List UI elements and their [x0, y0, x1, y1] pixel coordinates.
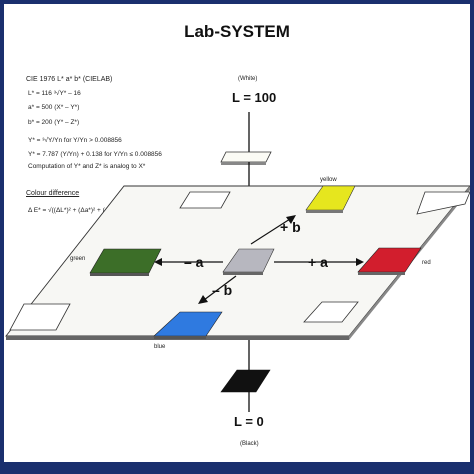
minus-b-label: – b — [212, 282, 233, 298]
cielab-header: CIE 1976 L* a* b* (CIELAB) — [26, 76, 113, 83]
black-swatch — [220, 369, 271, 393]
minus-a-label: – a — [184, 254, 204, 270]
corner-square — [416, 191, 470, 215]
yellow-label: yellow — [320, 177, 337, 183]
white-label: (White) — [238, 76, 258, 82]
a-plus-arrowhead — [356, 258, 364, 266]
red-swatch — [357, 247, 422, 275]
white-swatch — [220, 151, 272, 165]
b-axis-minus — [203, 275, 237, 301]
red-label: red — [422, 260, 431, 266]
l-0-label: L = 0 — [234, 414, 264, 429]
b-arrowhead — [286, 215, 296, 224]
bottom-border — [0, 462, 474, 474]
colour-difference-formula: Δ E* = √((ΔL*)² + (Δa*)² + (Δb*)²) — [28, 207, 122, 214]
green-swatch — [89, 248, 162, 276]
formula-line: Y* = ³√Y/Yn for Y/Yn > 0.008856 — [28, 137, 122, 144]
slide: Lab-SYSTEM CIE 1976 L* a* b* (CIELAB) L*… — [4, 4, 470, 462]
black-label: (Black) — [240, 441, 259, 447]
formula-line: b* = 200 (Y* – Z*) — [28, 119, 80, 126]
lab-diagram — [5, 112, 470, 412]
plus-a-label: + a — [308, 254, 328, 270]
formula-line: Computation of Y* and Z* is analog to X* — [28, 163, 146, 170]
yellow-swatch — [305, 185, 356, 213]
diagram-title: Lab-SYSTEM — [184, 22, 290, 41]
corner-square — [303, 301, 359, 323]
colour-difference-header: Colour difference — [26, 190, 80, 197]
formula-line: L* = 116 ³√Y* – 16 — [28, 90, 81, 97]
formula-line: Y* = 7.787 (Y/Yn) + 0.138 for Y/Yn ≤ 0.0… — [28, 151, 162, 158]
corner-square — [9, 303, 71, 331]
a-minus-arrowhead — [154, 258, 162, 266]
plus-b-label: + b — [280, 219, 301, 235]
gray-swatch — [222, 248, 275, 275]
b-minus-arrowhead — [198, 295, 208, 304]
blue-swatch — [153, 311, 223, 339]
formula-line: a* = 500 (X* – Y*) — [28, 104, 80, 111]
green-label: green — [70, 256, 86, 262]
blue-label: blue — [154, 344, 166, 350]
b-axis-plus — [250, 218, 291, 245]
corner-square — [179, 191, 231, 209]
l-100-label: L = 100 — [232, 90, 277, 105]
